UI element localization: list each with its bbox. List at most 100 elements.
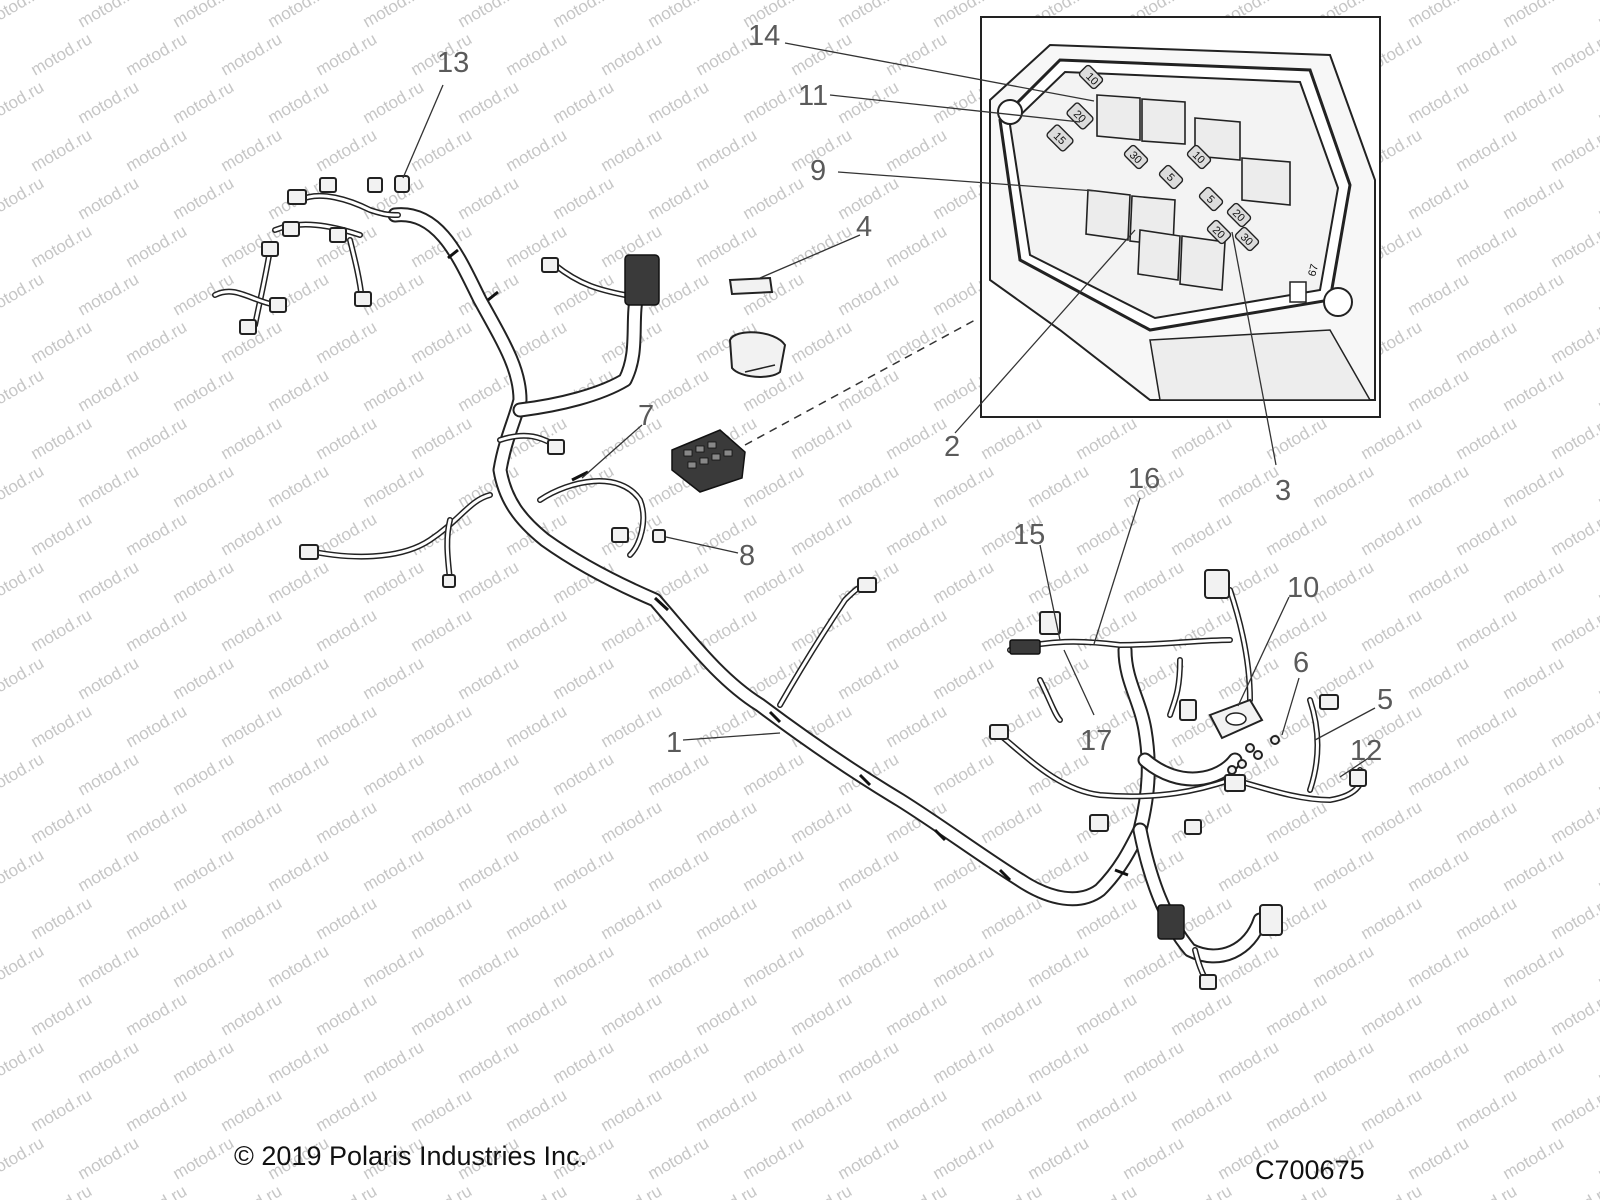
watermark: motod.ru — [1405, 653, 1473, 703]
callout-14: 14 — [748, 20, 780, 52]
watermark: motod.ru — [360, 1037, 428, 1087]
watermark: motod.ru — [1120, 557, 1188, 607]
watermark: motod.ru — [550, 173, 618, 223]
watermark: motod.ru — [408, 701, 476, 751]
watermark: motod.ru — [1310, 1037, 1378, 1087]
watermark: motod.ru — [360, 0, 428, 31]
watermark: motod.ru — [0, 173, 47, 223]
watermark: motod.ru — [170, 1037, 238, 1087]
watermark: motod.ru — [75, 557, 143, 607]
watermark: motod.ru — [455, 77, 523, 127]
watermark: motod.ru — [1548, 1085, 1600, 1135]
watermark: motod.ru — [1500, 365, 1568, 415]
watermark: motod.ru — [1025, 941, 1093, 991]
watermark: motod.ru — [1595, 557, 1600, 607]
part-8-relay-clip — [652, 529, 666, 543]
watermark: motod.ru — [1500, 461, 1568, 511]
watermark: motod.ru — [75, 365, 143, 415]
watermark: motod.ru — [598, 989, 666, 1039]
watermark: motod.ru — [835, 77, 903, 127]
part-7-clip — [571, 470, 589, 482]
watermark: motod.ru — [1120, 941, 1188, 991]
watermark: motod.ru — [1500, 0, 1568, 31]
watermark: motod.ru — [883, 413, 951, 463]
watermark: motod.ru — [1310, 557, 1378, 607]
watermark: motod.ru — [788, 413, 856, 463]
watermark: motod.ru — [693, 1181, 761, 1200]
watermark: motod.ru — [1215, 845, 1283, 895]
main-connector-block — [624, 254, 660, 306]
watermark: motod.ru — [1025, 461, 1093, 511]
watermark: motod.ru — [123, 317, 191, 367]
watermark: motod.ru — [978, 797, 1046, 847]
watermark: motod.ru — [503, 989, 571, 1039]
watermark: motod.ru — [1548, 701, 1600, 751]
callout-5: 5 — [1377, 684, 1393, 716]
watermark: motod.ru — [75, 173, 143, 223]
watermark: motod.ru — [740, 1037, 808, 1087]
watermark: motod.ru — [883, 509, 951, 559]
watermark: motod.ru — [218, 893, 286, 943]
watermark: motod.ru — [28, 413, 96, 463]
watermark: motod.ru — [1453, 221, 1521, 271]
watermark: motod.ru — [788, 1181, 856, 1200]
watermark: motod.ru — [455, 653, 523, 703]
watermark: motod.ru — [883, 605, 951, 655]
watermark: motod.ru — [313, 605, 381, 655]
watermark: motod.ru — [123, 797, 191, 847]
watermark: motod.ru — [265, 461, 333, 511]
watermark: motod.ru — [1405, 365, 1473, 415]
watermark: motod.ru — [1595, 461, 1600, 511]
watermark: motod.ru — [313, 701, 381, 751]
watermark: motod.ru — [1358, 1085, 1426, 1135]
watermark: motod.ru — [1595, 173, 1600, 223]
watermark: motod.ru — [75, 77, 143, 127]
watermark: motod.ru — [1453, 989, 1521, 1039]
watermark: motod.ru — [1168, 413, 1236, 463]
watermark: motod.ru — [75, 749, 143, 799]
watermark: motod.ru — [360, 461, 428, 511]
watermark: motod.ru — [0, 461, 47, 511]
watermark: motod.ru — [360, 77, 428, 127]
watermark: motod.ru — [1358, 1181, 1426, 1200]
watermark: motod.ru — [1215, 1037, 1283, 1087]
watermark: motod.ru — [218, 1181, 286, 1200]
watermark: motod.ru — [883, 989, 951, 1039]
watermark: motod.ru — [1405, 461, 1473, 511]
watermark: motod.ru — [835, 1037, 903, 1087]
watermark: motod.ru — [265, 845, 333, 895]
callout-labels: 1 2 3 4 5 6 7 8 9 10 11 12 13 14 15 16 1… — [437, 20, 1393, 767]
watermark: motod.ru — [1500, 173, 1568, 223]
watermark: motod.ru — [0, 653, 47, 703]
watermark: motod.ru — [930, 1037, 998, 1087]
watermark: motod.ru — [170, 941, 238, 991]
watermark: motod.ru — [123, 605, 191, 655]
watermark: motod.ru — [455, 941, 523, 991]
watermark: motod.ru — [1453, 413, 1521, 463]
watermark: motod.ru — [1405, 77, 1473, 127]
watermark: motod.ru — [1548, 509, 1600, 559]
watermark: motod.ru — [1595, 0, 1600, 31]
watermark: motod.ru — [28, 797, 96, 847]
watermark: motod.ru — [0, 77, 47, 127]
watermark: motod.ru — [1595, 941, 1600, 991]
watermark: motod.ru — [1453, 893, 1521, 943]
watermark: motod.ru — [1453, 701, 1521, 751]
callout-7: 7 — [638, 400, 654, 432]
watermark: motod.ru — [28, 893, 96, 943]
watermark: motod.ru — [1073, 989, 1141, 1039]
watermark: motod.ru — [75, 941, 143, 991]
watermark: motod.ru — [1025, 1037, 1093, 1087]
watermark: motod.ru — [883, 221, 951, 271]
watermark: motod.ru — [1595, 653, 1600, 703]
watermark: motod.ru — [788, 509, 856, 559]
watermark: motod.ru — [28, 29, 96, 79]
watermark: motod.ru — [313, 1181, 381, 1200]
watermark: motod.ru — [1405, 749, 1473, 799]
watermark: motod.ru — [408, 797, 476, 847]
watermark: motod.ru — [550, 749, 618, 799]
loose-parts — [394, 175, 1280, 775]
watermark: motod.ru — [740, 941, 808, 991]
watermark: motod.ru — [550, 653, 618, 703]
watermark: motod.ru — [265, 941, 333, 991]
